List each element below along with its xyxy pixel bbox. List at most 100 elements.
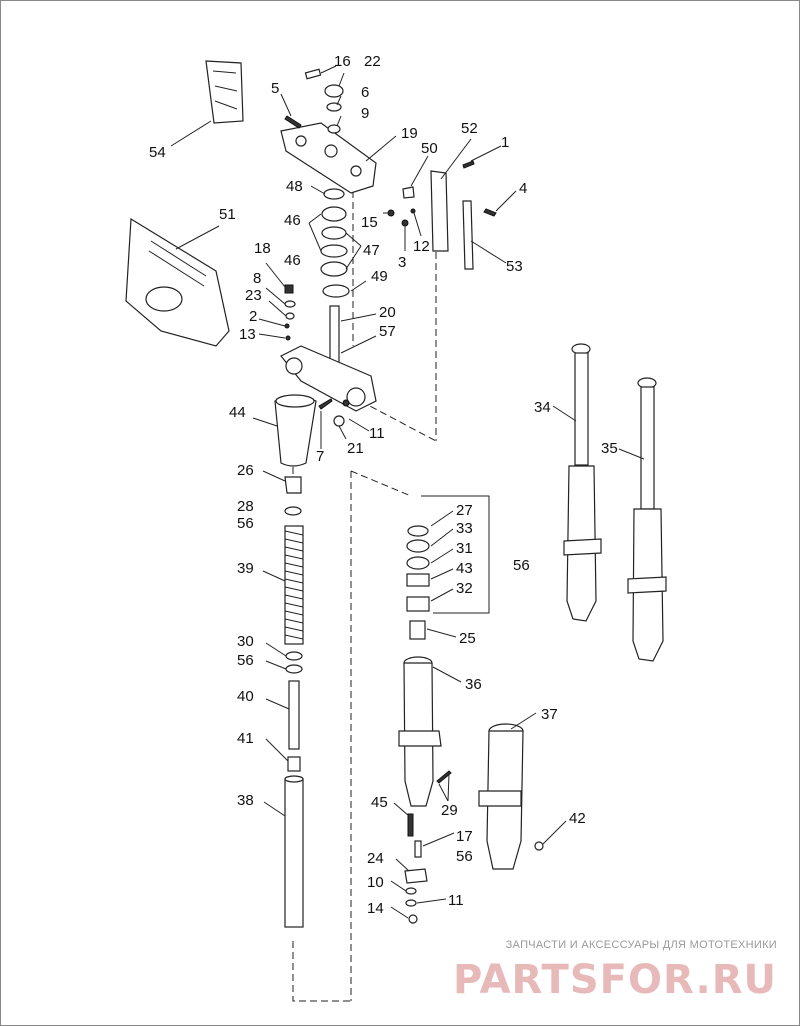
label-8: 8 — [253, 270, 261, 287]
ring-part-56 — [285, 664, 303, 674]
label-12: 12 — [413, 238, 430, 255]
label-19: 19 — [401, 125, 418, 142]
screw-part-7 — [318, 398, 333, 410]
washer-part-31 — [406, 556, 430, 570]
label-56-b: 56 — [513, 557, 530, 574]
part-13 — [285, 335, 291, 341]
race-part-47 — [321, 226, 347, 240]
fork-leg-part-35 — [627, 377, 667, 662]
screw-part-4 — [483, 208, 497, 217]
label-29: 29 — [441, 802, 458, 819]
label-37: 37 — [541, 706, 558, 723]
part-23 — [285, 312, 295, 320]
label-22: 22 — [364, 53, 381, 70]
label-48: 48 — [286, 178, 303, 195]
ring-part-30 — [285, 651, 303, 661]
label-30: 30 — [237, 633, 254, 650]
assembly-line — [350, 470, 412, 497]
label-31: 31 — [456, 540, 473, 557]
bushing-part-32 — [406, 596, 430, 612]
part-number-labels: 16 22 5 6 9 19 52 1 50 54 48 46 47 15 12… — [149, 53, 618, 917]
bolt-part-42 — [534, 841, 544, 851]
label-18: 18 — [254, 240, 271, 257]
part-50 — [402, 186, 415, 199]
label-36: 36 — [465, 676, 482, 693]
slider-part-36 — [398, 656, 442, 807]
label-52: 52 — [461, 120, 478, 137]
clamp-part-53 — [462, 200, 474, 270]
label-41: 41 — [237, 730, 254, 747]
label-56-a: 56 — [237, 515, 254, 532]
upper-bracket-part-19 — [280, 122, 377, 194]
label-4: 4 — [519, 180, 527, 197]
part-11-top — [342, 399, 350, 407]
washer-part-6 — [326, 102, 342, 112]
washer-part-10 — [405, 887, 417, 895]
label-50: 50 — [421, 140, 438, 157]
label-57: 57 — [379, 323, 396, 340]
label-44: 44 — [229, 404, 246, 421]
label-47: 47 — [363, 242, 380, 259]
part-2 — [284, 323, 290, 329]
label-25: 25 — [459, 630, 476, 647]
label-46b: 46 — [284, 252, 301, 269]
label-26: 26 — [237, 462, 254, 479]
nut-part-14 — [408, 914, 418, 924]
clip-part-27 — [407, 525, 429, 537]
label-56-c: 56 — [237, 652, 254, 669]
cap-part-24 — [404, 868, 428, 884]
label-11-b: 11 — [448, 892, 464, 909]
nut-part-22 — [324, 84, 344, 98]
label-3: 3 — [398, 254, 406, 271]
label-21: 21 — [347, 440, 364, 457]
screw-part-1 — [462, 160, 475, 169]
damper-rod-part-40 — [288, 680, 300, 750]
label-28: 28 — [237, 498, 254, 515]
lock-part-25 — [409, 620, 426, 640]
label-1: 1 — [501, 134, 509, 151]
label-49: 49 — [371, 268, 388, 285]
fork-leg-part-34 — [563, 343, 602, 622]
spring-part-39 — [284, 525, 304, 645]
label-17: 17 — [456, 828, 473, 845]
screw-part-29 — [436, 770, 452, 784]
watermark-logo: PARTSFOR.RU — [452, 957, 777, 1003]
label-9: 9 — [361, 105, 369, 122]
label-2: 2 — [249, 308, 257, 325]
part-12 — [410, 208, 416, 214]
nut-part-21 — [333, 415, 345, 427]
part-48 — [323, 188, 345, 200]
screw-part-5 — [284, 115, 302, 129]
label-11: 11 — [369, 425, 385, 442]
bearing-part-46b — [320, 244, 348, 258]
label-6: 6 — [361, 84, 369, 101]
label-7: 7 — [316, 448, 324, 465]
slider-part-37 — [478, 723, 524, 870]
label-56-d: 56 — [456, 848, 473, 865]
label-10: 10 — [367, 874, 384, 891]
label-54: 54 — [149, 144, 166, 161]
washer-part-9 — [327, 124, 341, 134]
bracket-56 — [421, 495, 490, 614]
bolt-part-17 — [414, 840, 422, 858]
label-39: 39 — [237, 560, 254, 577]
washer-part-11 — [405, 899, 417, 907]
part-18 — [284, 284, 294, 294]
label-24: 24 — [367, 850, 384, 867]
label-5: 5 — [271, 80, 279, 97]
part-3 — [401, 219, 409, 227]
label-43: 43 — [456, 560, 473, 577]
label-51: 51 — [219, 206, 236, 223]
label-53: 53 — [506, 258, 523, 275]
seal-part-33 — [406, 539, 430, 553]
stud-part-45 — [407, 813, 414, 837]
steering-stem-part-20 — [280, 305, 377, 412]
watermark-tagline: ЗАПЧАСТИ И АКСЕССУАРЫ ДЛЯ МОТОТЕХНИКИ — [505, 939, 777, 951]
part-8 — [284, 300, 296, 308]
cover-part-51 — [125, 217, 230, 347]
label-13: 13 — [239, 326, 256, 343]
label-46: 46 — [284, 212, 301, 229]
label-40: 40 — [237, 688, 254, 705]
